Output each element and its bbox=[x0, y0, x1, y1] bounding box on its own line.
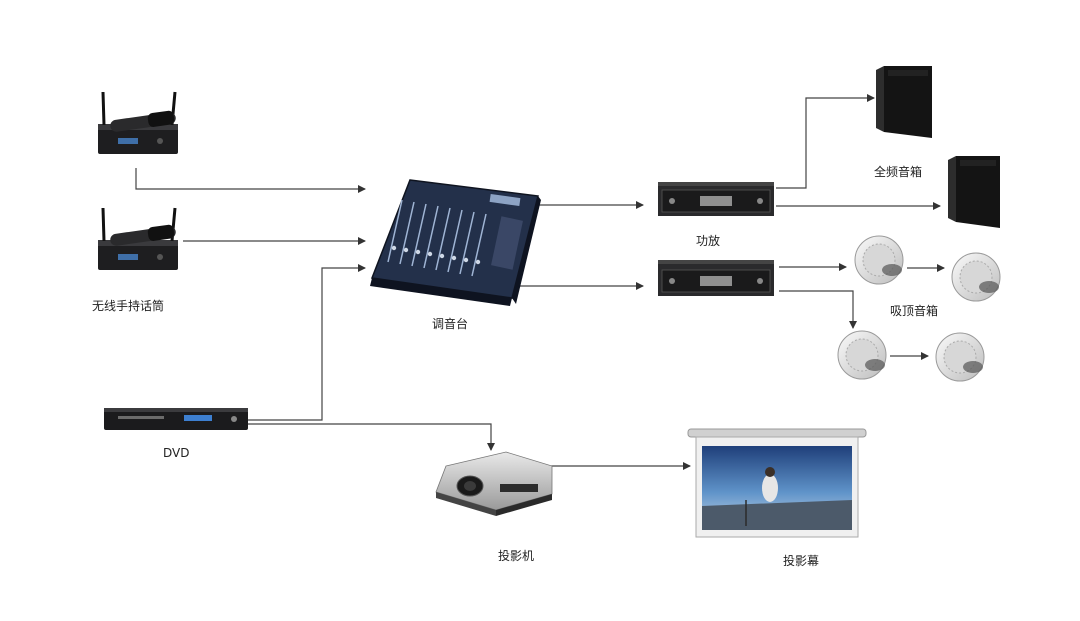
label-full-range-speaker: 全频音箱 bbox=[874, 165, 923, 179]
projector bbox=[435, 451, 553, 516]
arrow-amp1-to-speaker1 bbox=[776, 94, 875, 189]
ceiling-speaker-1 bbox=[854, 235, 904, 285]
full-range-speaker-2 bbox=[948, 156, 1000, 228]
ceiling-speaker-3 bbox=[837, 330, 887, 380]
wireless-mic-receiver-2 bbox=[98, 207, 178, 270]
dvd-player bbox=[104, 408, 248, 430]
full-range-speaker-1 bbox=[876, 66, 932, 138]
label-ceiling-speaker: 吸顶音箱 bbox=[890, 304, 939, 318]
label-dvd: DVD bbox=[163, 446, 190, 460]
label-wireless-mic: 无线手持话筒 bbox=[92, 299, 165, 313]
arrow-dvd-to-projector bbox=[248, 423, 495, 451]
amplifier-1 bbox=[658, 182, 774, 216]
label-projection-screen: 投影幕 bbox=[783, 554, 820, 568]
ceiling-speaker-4 bbox=[935, 332, 985, 382]
connection-lines bbox=[135, 94, 945, 470]
projection-screen bbox=[687, 428, 867, 538]
arrow-mic1-to-mixer bbox=[135, 168, 366, 193]
ceiling-speaker-2 bbox=[951, 252, 1001, 302]
label-amplifier: 功放 bbox=[696, 234, 721, 248]
arrow-dvd-to-mixer bbox=[248, 264, 366, 421]
label-mixer: 调音台 bbox=[432, 317, 469, 331]
label-projector: 投影机 bbox=[498, 549, 535, 563]
amplifier-2 bbox=[658, 260, 774, 296]
wireless-mic-receiver-1 bbox=[98, 91, 178, 154]
mixer-console bbox=[370, 179, 541, 306]
arrow-amp2-to-ceiling3 bbox=[779, 290, 857, 329]
